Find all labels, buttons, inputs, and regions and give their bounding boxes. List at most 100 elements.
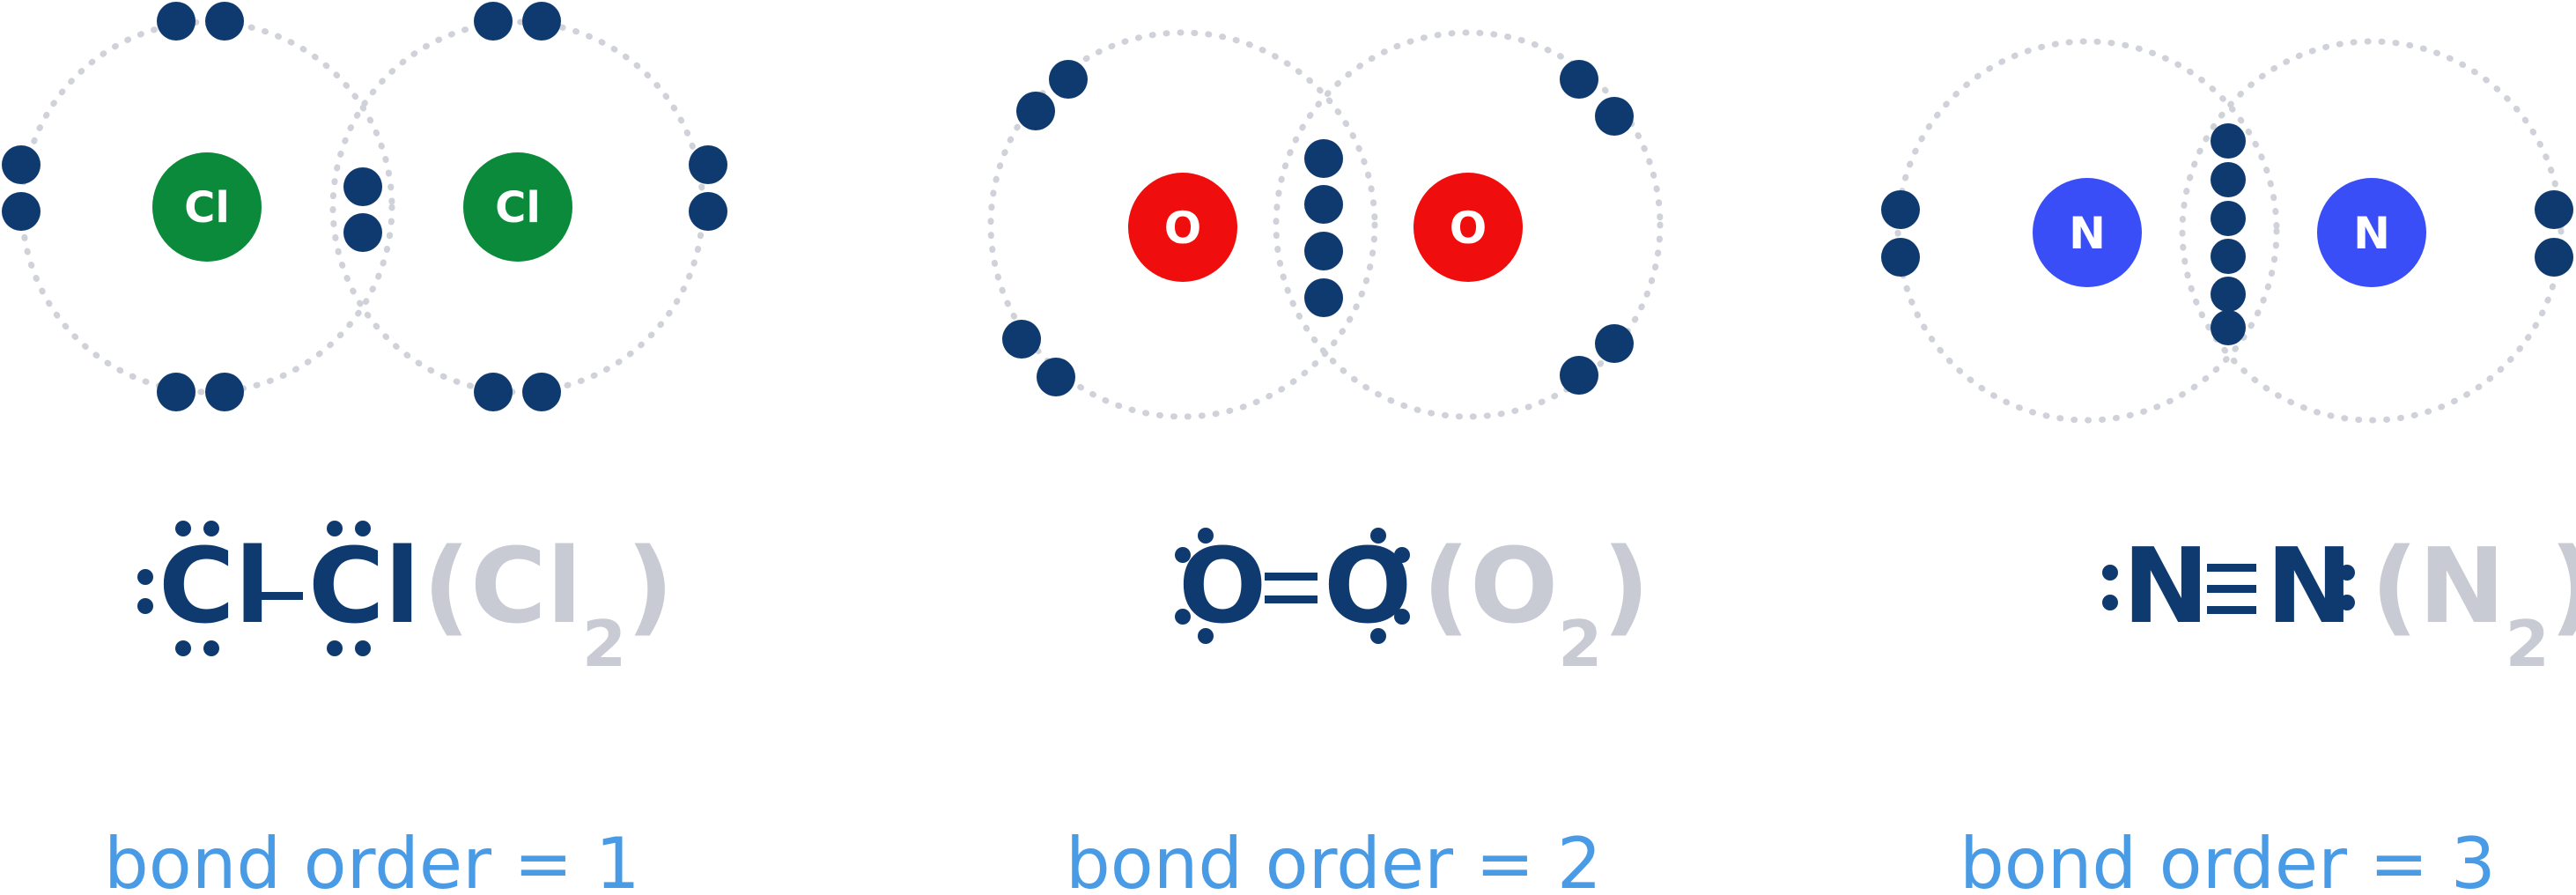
n2-right-atom [2317, 178, 2426, 287]
cl2-formula-close: ) [626, 525, 674, 647]
o2-lewis-right-atom: O [1324, 525, 1412, 647]
n2-triple-bond-middle [2207, 585, 2256, 593]
electron [157, 373, 196, 411]
electron [1560, 356, 1598, 395]
n2-left-shell [1894, 38, 2280, 424]
n2-formula-close: ) [2550, 525, 2576, 647]
o2-molecule: O O [987, 29, 1664, 420]
lone-pair-dot [395, 569, 411, 585]
electron [1595, 97, 1634, 136]
o2-double-bond-top [1265, 573, 1318, 581]
lone-pair-dot [1198, 528, 1214, 544]
n2-lewis-structure: N N (N2) [2102, 525, 2576, 681]
electron [1016, 92, 1055, 130]
lone-pair-dot [355, 521, 371, 536]
lone-pair-dot [2339, 565, 2355, 581]
lone-pair-dot [1175, 609, 1191, 625]
lone-pair-dot [175, 521, 191, 536]
cl2-lone-pairs [137, 521, 411, 656]
cl2-formula-subscript: 2 [582, 607, 626, 681]
cl2-left-atom-label: Cl [184, 183, 230, 233]
electron [343, 213, 382, 252]
o2-formula-name: O [1470, 525, 1558, 647]
lone-pair-dot [203, 640, 219, 656]
cl2-right-atom-label: Cl [495, 183, 541, 233]
n2-lone-pairs [2102, 565, 2355, 610]
o2-formula: (O2) [1422, 525, 1650, 681]
o2-left-atom [1128, 173, 1237, 282]
o2-lewis-structure: O O (O2) [1175, 525, 1650, 681]
n2-right-atom-label: N [2353, 208, 2390, 259]
electron [2211, 123, 2246, 159]
electron [522, 373, 561, 411]
lone-pair-dot [1370, 628, 1386, 644]
cl2-left-atom [152, 152, 262, 262]
electron [205, 2, 244, 41]
cl2-electrons [2, 2, 727, 411]
electron [2211, 162, 2246, 197]
electron [2211, 310, 2246, 345]
n2-formula-name: N [2418, 525, 2506, 647]
cl2-right-atom [463, 152, 572, 262]
cl2-single-bond [248, 592, 303, 600]
electron [157, 2, 196, 41]
electron [1304, 139, 1343, 178]
electron [1881, 238, 1920, 277]
n2-molecule: N N [1881, 38, 2573, 424]
cl2-formula: (Cl2) [423, 525, 674, 681]
o2-right-atom [1413, 173, 1523, 282]
electron [2211, 201, 2246, 236]
lone-pair-dot [137, 569, 153, 585]
lone-pair-dot [137, 598, 153, 614]
electron [1595, 324, 1634, 363]
o2-left-shell [987, 29, 1378, 420]
o2-bond-order-label: bond order = 2 [1066, 823, 1602, 895]
o2-right-atom-label: O [1450, 203, 1487, 254]
n2-formula-subscript: 2 [2506, 607, 2550, 681]
o2-formula-subscript: 2 [1558, 607, 1602, 681]
o2-formula-close: ) [1602, 525, 1650, 647]
electron [689, 192, 727, 231]
o2-right-shell [1273, 29, 1664, 420]
n2-bond-order-label: bond order = 3 [1960, 823, 2496, 895]
cl2-lewis-right-atom: Cl [308, 525, 420, 647]
n2-left-atom [2033, 178, 2142, 287]
n2-triple-bond-bottom [2207, 606, 2256, 614]
lone-pair-dot [355, 640, 371, 656]
o2-double-bond-bottom [1265, 595, 1318, 603]
electron [2211, 239, 2246, 274]
cl2-lewis-left-atom: Cl [159, 525, 270, 647]
n2-lewis-right-atom: N [2266, 525, 2353, 647]
cl2-molecule: Cl Cl [2, 2, 727, 411]
o2-left-atom-label: O [1164, 203, 1202, 254]
electron [474, 373, 513, 411]
lone-pair-dot [1394, 609, 1410, 625]
n2-electrons [1881, 123, 2573, 345]
electron [474, 2, 513, 41]
electron [1002, 320, 1041, 359]
o2-lone-pairs [1175, 528, 1410, 644]
cl2-bond-order-label: bond order = 1 [104, 823, 640, 895]
electron [2, 192, 41, 231]
lone-pair-dot [1370, 528, 1386, 544]
lone-pair-dot [1198, 628, 1214, 644]
lone-pair-dot [2339, 595, 2355, 610]
electron [343, 167, 382, 206]
lone-pair-dot [327, 640, 343, 656]
lone-pair-dot [2102, 595, 2118, 610]
lone-pair-dot [1175, 547, 1191, 563]
electron [1881, 190, 1920, 229]
n2-left-atom-label: N [2069, 208, 2106, 259]
electron [2535, 238, 2573, 277]
electron [1304, 232, 1343, 270]
lone-pair-dot [203, 521, 219, 536]
electron [2, 145, 41, 184]
electron [689, 145, 727, 184]
electron [1560, 60, 1598, 99]
lone-pair-dot [327, 521, 343, 536]
electron [205, 373, 244, 411]
o2-electrons [1002, 60, 1634, 396]
n2-lewis-left-atom: N [2122, 525, 2210, 647]
o2-lewis-left-atom: O [1178, 525, 1266, 647]
